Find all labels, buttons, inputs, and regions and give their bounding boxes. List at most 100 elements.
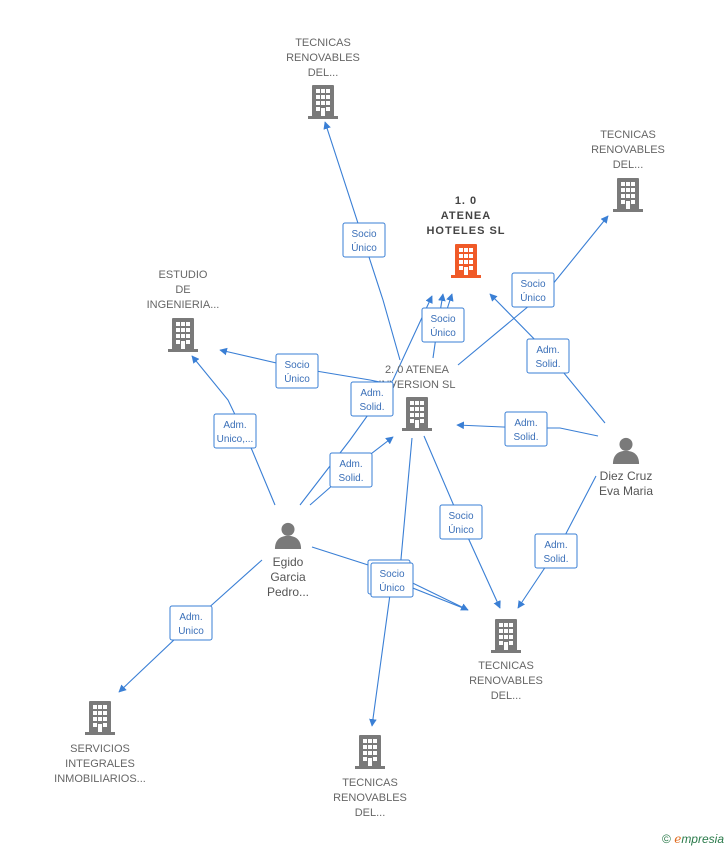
- relation-text: Socio: [379, 569, 404, 580]
- building-icon: [451, 244, 481, 278]
- relation-text: Socio: [284, 360, 309, 371]
- relation-text: Solid.: [543, 554, 568, 565]
- relation-label-r11[interactable]: Adm. Solid.: [534, 533, 578, 569]
- relation-text: Adm.: [339, 459, 362, 470]
- relation-label-r6[interactable]: Adm. Solid.: [350, 381, 394, 417]
- node-label-line: DEL...: [355, 807, 386, 819]
- relation-text: Adm.: [536, 345, 559, 356]
- node-label-line: INGENIERIA...: [147, 299, 220, 311]
- relation-box: [342, 222, 386, 258]
- relation-text: Unico: [178, 626, 204, 637]
- relation-box: [511, 272, 555, 308]
- relation-text: Único: [430, 326, 456, 339]
- node-atenea_inversion[interactable]: 2. 0 ATENEA INVERSION SL: [378, 364, 456, 431]
- relation-box: [421, 307, 465, 343]
- building-icon: [308, 85, 338, 119]
- building-icon: [168, 318, 198, 352]
- relation-box: [526, 338, 570, 374]
- relation-text: Adm.: [514, 418, 537, 429]
- relation-text: Único: [351, 241, 377, 254]
- relation-label-r9[interactable]: Adm.Solid.: [329, 452, 373, 488]
- relation-box: [213, 413, 257, 449]
- relation-text: Adm.: [360, 388, 383, 399]
- relation-text: Adm.: [544, 540, 567, 551]
- relation-text: Adm.: [223, 420, 246, 431]
- building-icon: [402, 397, 432, 431]
- brand-initial: e: [674, 832, 682, 846]
- relation-text: Solid.: [359, 402, 384, 413]
- node-label-line: RENOVABLES: [591, 144, 665, 156]
- node-tr_right[interactable]: TECNICASRENOVABLESDEL...: [591, 129, 665, 212]
- node-egido[interactable]: EgidoGarciaPedro...: [267, 522, 309, 599]
- relation-text: Socio: [430, 314, 455, 325]
- node-tr_bottom[interactable]: TECNICAS RENOVABLES DEL...: [333, 735, 407, 819]
- node-label-line: Eva Maria: [599, 484, 653, 498]
- relation-box: [329, 452, 373, 488]
- node-label-line: 1. 0: [455, 195, 477, 207]
- node-label-line: RENOVABLES: [469, 675, 543, 687]
- relation-text: Único: [379, 581, 405, 594]
- edge-line: [323, 121, 401, 361]
- node-label-line: Pedro...: [267, 585, 309, 599]
- node-label-line: ATENEA: [441, 210, 491, 222]
- node-label-line: DE: [175, 284, 190, 296]
- node-label-line: DEL...: [491, 690, 522, 702]
- relation-box: [504, 411, 548, 447]
- relation-text: Único: [448, 523, 474, 536]
- relation-label-r4[interactable]: Adm. Solid.: [526, 338, 570, 374]
- person-icon: [274, 522, 302, 549]
- node-estudio[interactable]: ESTUDIO DE INGENIERIA...: [147, 269, 220, 352]
- relation-text: Unico,...: [217, 434, 254, 445]
- node-label-line: SERVICIOS: [70, 743, 130, 755]
- node-label-line: TECNICAS: [478, 660, 534, 672]
- relation-box: [169, 605, 213, 641]
- node-label-line: Egido: [273, 555, 304, 569]
- relation-box: [275, 353, 319, 389]
- node-tr_top[interactable]: TECNICASRENOVABLESDEL...: [286, 37, 360, 119]
- relation-labels: SocioÚnicoSocioÚnicoSocioÚnicoAdm.Solid.…: [169, 222, 578, 641]
- relation-text: Solid.: [535, 359, 560, 370]
- node-label-line: 2. 0 ATENEA: [385, 364, 450, 376]
- nodes: TECNICAS RENOVABLES DEL... TECNICAS RENOVABL…: [54, 37, 665, 819]
- relation-label-r7[interactable]: Adm. Unico,...: [213, 413, 257, 449]
- node-label-line: INTEGRALES: [65, 758, 135, 770]
- node-label-line: RENOVABLES: [333, 792, 407, 804]
- node-label-line: ESTUDIO: [159, 269, 208, 281]
- relation-box: [350, 381, 394, 417]
- node-label-line: HOTELES SL: [426, 225, 505, 237]
- building-icon: [491, 619, 521, 653]
- node-atenea_hoteles[interactable]: 1. 0 ATENEA HOTELES SL: [426, 195, 505, 278]
- node-label-line: RENOVABLES: [286, 52, 360, 64]
- relation-box: [370, 562, 414, 598]
- node-label-line: DEL...: [308, 67, 339, 79]
- brand-name: mpresia: [681, 832, 724, 846]
- relation-box: [534, 533, 578, 569]
- building-icon: [613, 178, 643, 212]
- relation-text: Solid.: [513, 432, 538, 443]
- node-servicios[interactable]: SERVICIOS INTEGRALES INMOBILIARIOS...: [54, 701, 146, 785]
- node-label-line: Diez Cruz: [600, 469, 653, 483]
- relation-text: Socio: [351, 229, 376, 240]
- relation-text: Único: [284, 372, 310, 385]
- relation-text: Socio: [520, 279, 545, 290]
- building-icon: [85, 701, 115, 735]
- relation-text: Único: [520, 291, 546, 304]
- relation-label-r13[interactable]: Adm.Unico: [169, 605, 213, 641]
- footer-credit: © empresia: [662, 832, 724, 846]
- copyright-symbol: ©: [662, 832, 671, 846]
- node-label-line: INVERSION SL: [378, 379, 455, 391]
- node-label-line: Garcia: [270, 570, 306, 584]
- relation-label-r8[interactable]: Adm. Solid.: [504, 411, 548, 447]
- node-label-line: INMOBILIARIOS...: [54, 773, 146, 785]
- node-label-line: TECNICAS: [342, 777, 398, 789]
- node-tr_bottom_right[interactable]: TECNICAS RENOVABLES DEL...: [469, 619, 543, 702]
- building-icon: [355, 735, 385, 769]
